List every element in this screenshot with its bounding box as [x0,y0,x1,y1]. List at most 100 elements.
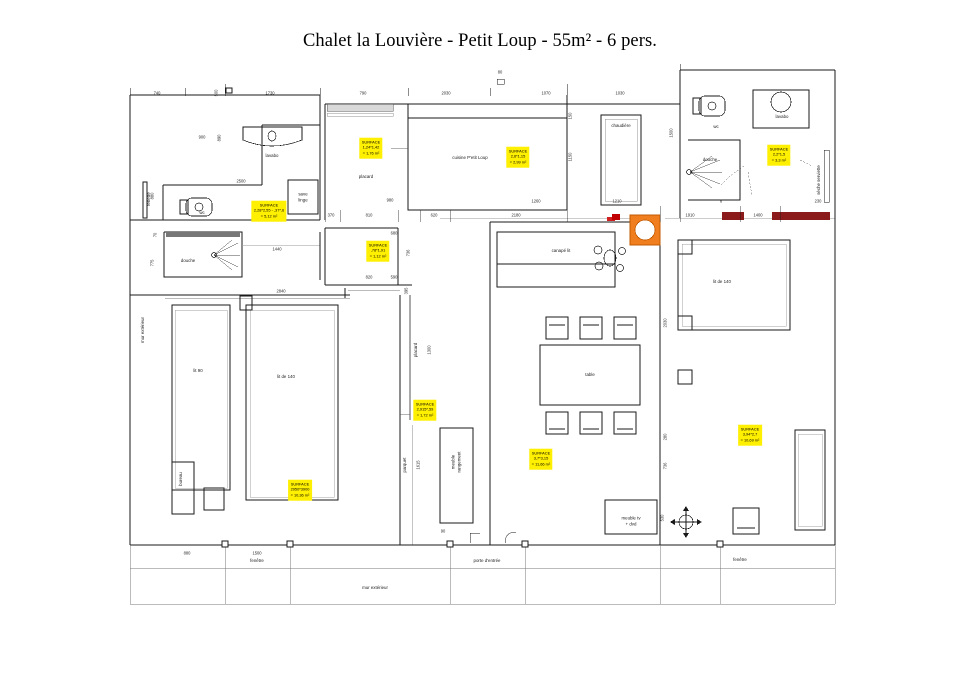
dimension-dim-8: 8 [719,198,723,204]
surface-bathroom-right-result: = 3,3 m² [771,157,787,163]
dimension-dim-820: 820 [365,274,373,280]
room-label-mur-exterieur-bottom: mur extérieur [362,585,388,591]
room-label-parquet: parquet [402,457,408,473]
room-label-table: table [585,372,595,378]
dimension-dim-1910: 1910 [685,212,695,218]
room-label-seche-serviette: sèche serviette [816,165,822,195]
room-label-douche-right: douche [702,157,718,163]
surface-bedroom-right-calc: 3,94*2,7 [742,432,758,438]
dimension-dim-680: 680 [390,230,398,236]
room-label-lavabo-left: lavabo [265,153,279,159]
dimension-dim-740: 740 [153,90,161,96]
dimension-dim-80: 80 [497,69,503,75]
dimension-dim-1730: 1730 [265,90,275,96]
room-label-douche-left: douche [180,258,196,264]
dimension-dim-900: 900 [198,134,206,140]
room-label-fenetre-bottom-2: fenêtre [733,557,747,563]
dimension-dim-1400: 1400 [753,212,763,218]
room-label-bureau: bureau [178,472,184,486]
room-label-lit-140-right: lit de 140 [713,279,731,285]
surface-bathroom-right-calc: 2,2*1,5 [772,152,786,158]
surface-closet-mid-title: SURFACE [368,242,388,248]
surface-closet-mid-result: = 1,12 m² [369,253,387,259]
dimension-dim-2030b: 2030 [662,318,668,328]
room-label-fenetre-bottom-1: fenêtre [250,558,264,564]
surface-corridor-result: = 1,72 m² [416,412,434,418]
dimension-dim-736: 736 [405,249,411,257]
surface-salon-title: SURFACE [531,450,551,456]
room-label-wc-right: wc [713,124,719,130]
page-title: Chalet la Louvière - Petit Loup - 55m² -… [302,31,658,51]
dimension-dim-775: 775 [149,259,155,267]
room-label-mur-exterieur-left: mur extérieur [140,317,146,343]
room-label-porte-entree: porte d'entrée [473,558,501,564]
dimension-dim-880: 880 [149,192,155,200]
dimension-dim-590: 590 [390,274,398,280]
dimension-dim-880b: 880 [183,550,191,556]
dimension-dim-1260: 1260 [531,198,541,204]
dimension-dim-2500: 2500 [236,178,246,184]
surface-bedroom-left-result: = 10,36 m² [290,492,310,498]
room-label-lit-90: lit 90 [193,368,203,374]
dimension-dim-1210: 1210 [612,198,622,204]
dimension-dim-1615: 1615 [415,460,421,470]
surface-closet-mid-calc: ,78*1,91 [370,248,386,254]
dimension-dim-70: 70 [152,232,158,238]
dimension-dim-1150: 1150 [567,152,573,162]
dimension-dim-90: 90 [440,528,446,534]
surface-bathroom-left-calc: 2,28*2,55 - ,37*,6 [253,208,285,214]
room-label-chaudiere: chaudière [611,123,631,129]
surface-placard-kitchen-title: SURFACE [361,139,381,145]
surface-salon-calc: 3,7*3,15 [533,456,549,462]
dimension-dim-1500b: 1500 [252,550,262,556]
surface-bedroom-right-result: = 10,69 m² [740,437,760,443]
dimension-dim-790: 790 [359,90,367,96]
surface-bedroom-left-calc: 2950*3900 [290,487,310,493]
surface-corridor-title: SURFACE [415,401,435,407]
room-label-canape-lit: canapé lit [551,248,571,254]
dimension-dim-1030: 1030 [615,90,625,96]
dimension-dim-395: 395 [403,287,409,295]
dimension-dim-1300: 1300 [426,345,432,355]
dimension-dim-620: 620 [430,212,438,218]
room-label-wc-left: wc [199,210,205,216]
dimension-dim-230: 230 [814,198,822,204]
surface-corridor-calc: 2,915*,59 [416,407,434,413]
surface-salon-result: = 11,66 m² [531,461,551,467]
room-label-lit-140-left: lit de 140 [277,374,295,380]
dimension-dim-980: 980 [386,197,394,203]
surface-closet-mid: SURFACE,78*1,91= 1,12 m² [366,240,390,262]
dimension-dim-530: 530 [659,514,665,522]
surface-cuisine-result: = 2,99 m² [509,159,527,165]
room-label-placard-kitchen: placard [358,174,374,180]
room-label-lavabo-right: lavabo [775,114,789,120]
surface-placard-kitchen-calc: 1,24*1,42 [362,145,380,151]
dimension-dim-1500: 1500 [668,128,674,138]
surface-bathroom-left-title: SURFACE [259,202,279,208]
room-label-meuble-tv-dvd: meuble tv+ dvd [621,515,641,526]
surface-bathroom-right-title: SURFACE [769,146,789,152]
dimension-dim-890: 890 [216,134,222,142]
surface-bedroom-right-title: SURFACE [740,426,760,432]
surface-bathroom-left-result: = 5,12 m² [260,213,278,219]
surface-cuisine-title: SURFACE [508,148,528,154]
room-label-placard-vertical: placard [413,342,419,358]
dimension-dim-2180: 2180 [511,212,521,218]
surface-cuisine-calc: 2,6*1,15 [510,154,526,160]
dimension-dim-736b: 736 [662,462,668,470]
dimension-dim-2840: 2840 [276,288,286,294]
dimension-dim-2030: 2030 [441,90,451,96]
dimension-dim-1440: 1440 [272,246,282,252]
surface-placard-kitchen-result: = 1,76 m² [362,150,380,156]
